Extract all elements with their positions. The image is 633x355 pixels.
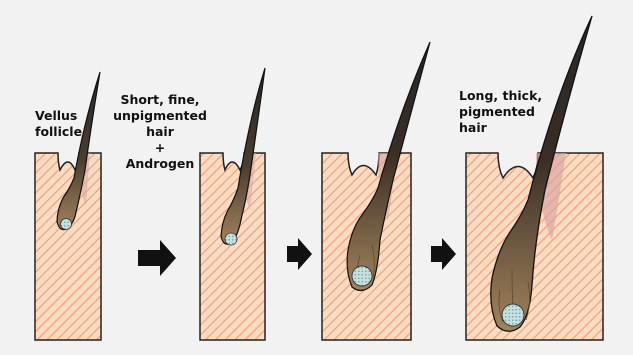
- papilla-4: [502, 304, 524, 326]
- label-long-thick-hair: Long, thick, pigmented hair: [459, 88, 542, 136]
- arrow-right-icon: [138, 240, 176, 276]
- arrow-right-icon: [287, 238, 312, 270]
- label-vellus-follicle: Vellus follicle: [35, 108, 82, 140]
- follicle-terminal: [466, 16, 603, 340]
- label-short-fine-hair: Short, fine, unpigmented hair + Androgen: [112, 92, 208, 172]
- papilla-2: [225, 233, 237, 245]
- skin-block-1: [35, 153, 101, 340]
- papilla-3: [352, 266, 372, 286]
- arrow-right-icon: [431, 238, 456, 270]
- papilla-1: [61, 219, 72, 230]
- follicle-stage-3: [322, 42, 430, 340]
- skin-block-2: [200, 153, 265, 340]
- follicle-stage-2: [200, 68, 265, 340]
